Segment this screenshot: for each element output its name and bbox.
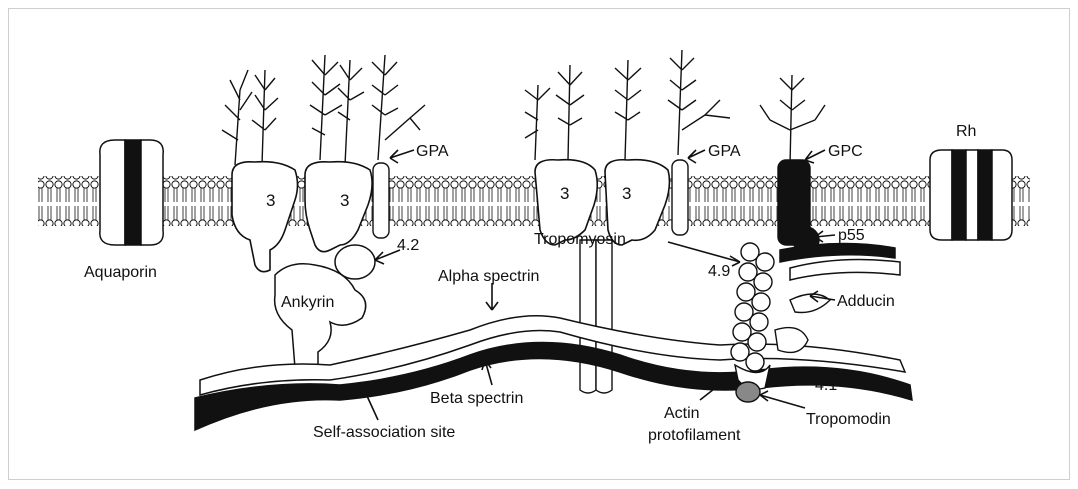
label-self-association-site: Self-association site (313, 424, 455, 441)
label-actin-line1: Actin (664, 405, 700, 422)
label-adducin: Adducin (837, 293, 895, 310)
label-band49: 4.9 (708, 263, 730, 280)
lipid-bilayer (38, 176, 1030, 226)
label-band42: 4.2 (397, 237, 419, 254)
label-band3-c: 3 (560, 184, 569, 203)
label-alpha-spectrin: Alpha spectrin (438, 268, 539, 285)
label-tropomyosin: Tropomyosin (534, 231, 626, 248)
label-gpa-1: GPA (416, 143, 449, 160)
label-band3-d: 3 (622, 184, 631, 203)
label-actin-line2: protofilament (648, 427, 741, 444)
label-rh: Rh (956, 123, 976, 140)
label-beta-spectrin: Beta spectrin (430, 390, 523, 407)
label-gpc: GPC (828, 143, 863, 160)
label-aquaporin: Aquaporin (84, 264, 157, 281)
label-band3-b: 3 (340, 191, 349, 210)
label-band3-a: 3 (266, 191, 275, 210)
label-band41: 4.1 (815, 377, 837, 394)
label-tropomodin: Tropomodin (806, 411, 891, 428)
tropomyosin-rods (580, 240, 612, 393)
label-p55: p55 (838, 227, 865, 244)
aquaporin-channel (100, 140, 163, 245)
rh-complex (930, 150, 1012, 240)
label-gpa-2: GPA (708, 143, 741, 160)
label-ankyrin: Ankyrin (281, 294, 334, 311)
